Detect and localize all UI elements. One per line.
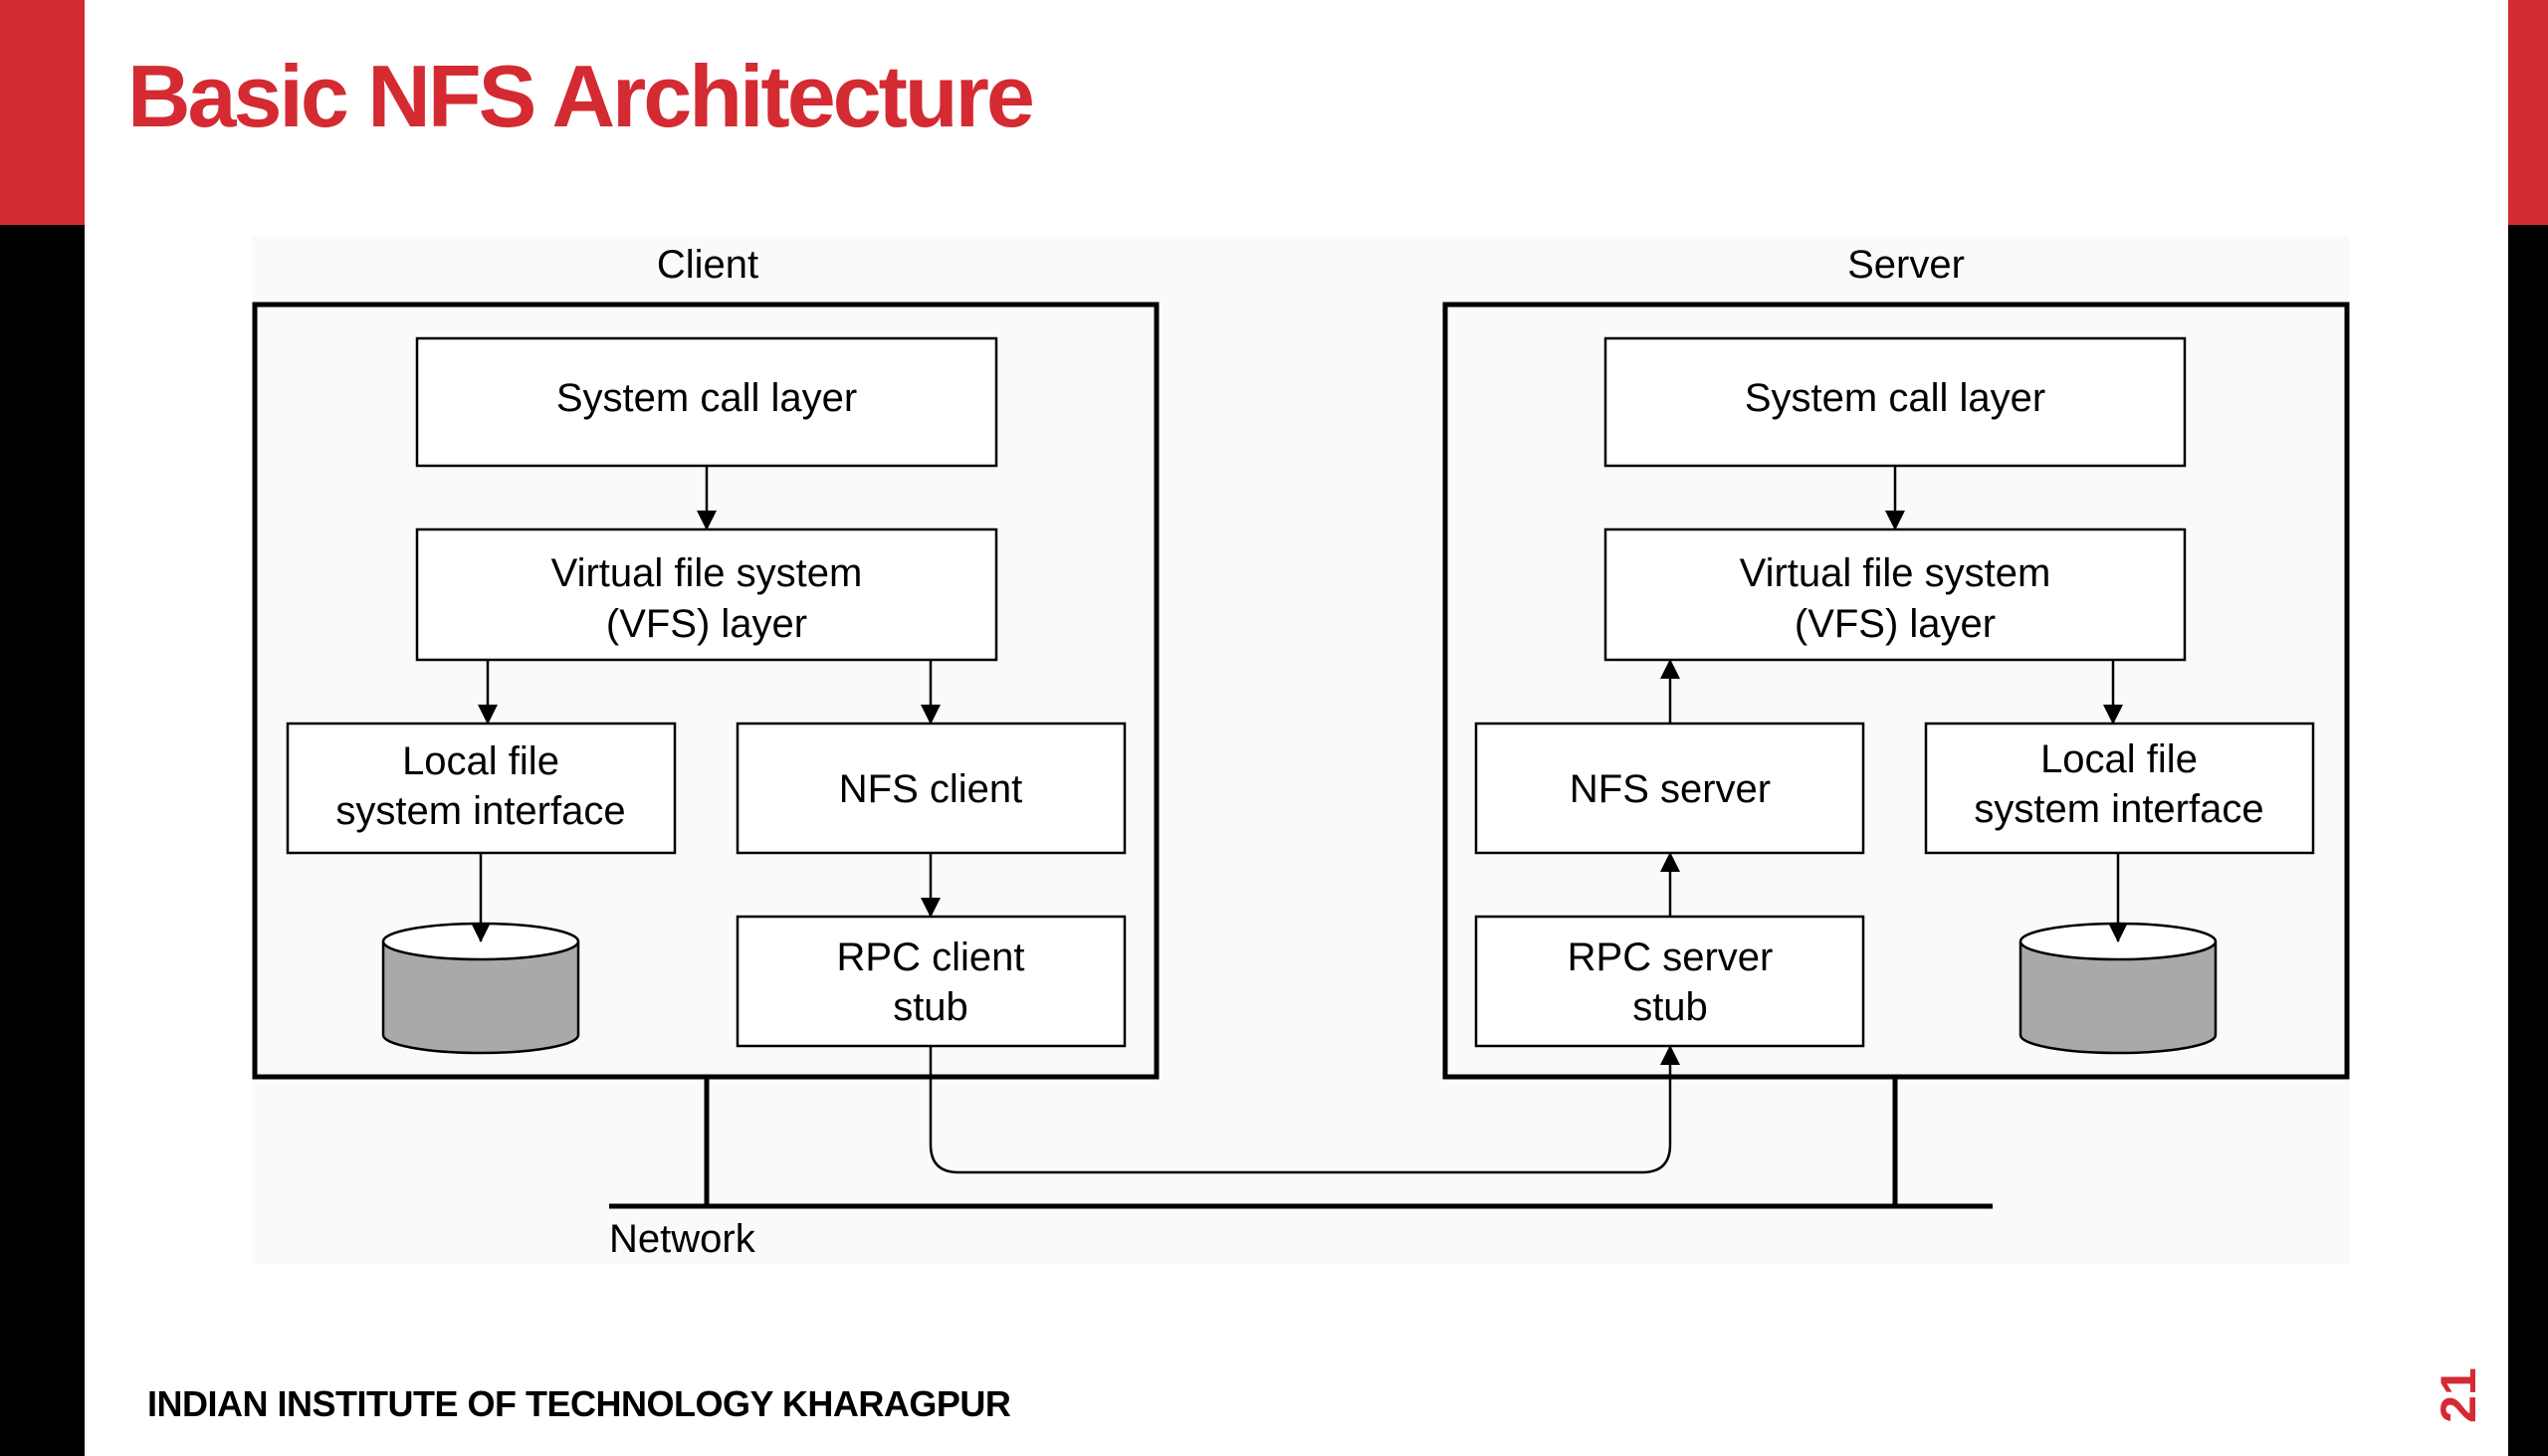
network-label: Network [609, 1217, 756, 1261]
server-system-call-layer: System call layer [1603, 336, 2187, 468]
client-vfs-layer: Virtual file system (VFS) layer [415, 527, 998, 662]
server-rpc-stub-line2: stub [1632, 985, 1708, 1029]
server-system-call-layer-label: System call layer [1745, 376, 2045, 420]
server-rpc-server-stub: RPC server stub [1474, 915, 1865, 1048]
right-red-accent [2508, 0, 2548, 225]
client-nfs-client-label: NFS client [839, 767, 1023, 811]
server-nfs-server-label: NFS server [1570, 767, 1771, 811]
server-vfs-layer-line2: (VFS) layer [1795, 602, 1996, 646]
server-disk-icon [2018, 922, 2218, 1055]
server-local-fs-interface: Local file system interface [1924, 722, 2315, 855]
left-accent-bar [0, 0, 85, 1456]
client-nfs-client: NFS client [736, 722, 1127, 855]
page-number: 21 [2431, 1367, 2486, 1423]
client-system-call-layer: System call layer [415, 336, 998, 468]
client-label: Client [657, 243, 758, 287]
client-vfs-layer-line2: (VFS) layer [606, 602, 807, 646]
server-label: Server [1847, 243, 1965, 287]
client-rpc-client-stub: RPC client stub [736, 915, 1127, 1048]
server-vfs-layer-line1: Virtual file system [1740, 551, 2051, 595]
client-rpc-stub-line2: stub [893, 985, 968, 1029]
slide-title: Basic NFS Architecture [127, 47, 1035, 145]
rpc-message-path [929, 1045, 1680, 1174]
server-vfs-layer: Virtual file system (VFS) layer [1603, 527, 2187, 662]
client-system-call-layer-label: System call layer [556, 376, 857, 420]
left-red-accent [0, 0, 85, 225]
client-disk-icon [381, 922, 580, 1055]
server-rpc-stub-line1: RPC server [1568, 936, 1774, 979]
client-rpc-stub-line1: RPC client [837, 936, 1025, 979]
right-accent-bar [2508, 0, 2548, 1456]
client-local-fs-interface: Local file system interface [286, 722, 677, 855]
client-vfs-layer-line1: Virtual file system [551, 551, 863, 595]
server-local-fs-line2: system interface [1974, 787, 2263, 831]
client-local-fs-line2: system interface [335, 789, 625, 833]
client-local-fs-line1: Local file [402, 739, 559, 783]
server-local-fs-line1: Local file [2040, 737, 2198, 781]
footer-institute: INDIAN INSTITUTE OF TECHNOLOGY KHARAGPUR [147, 1383, 1011, 1424]
server-nfs-server: NFS server [1474, 722, 1865, 855]
